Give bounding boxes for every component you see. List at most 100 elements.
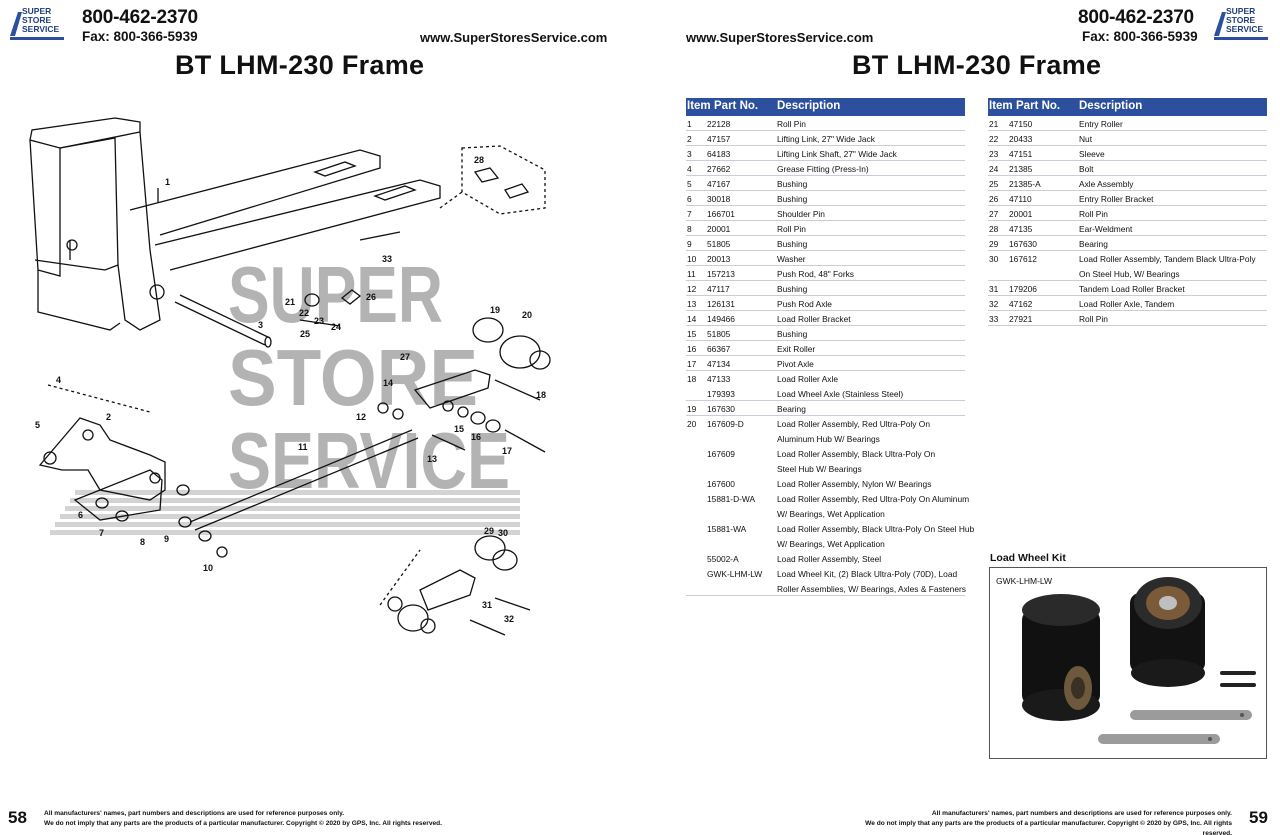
watermark: SUPER STORE SERVICE [228,250,510,505]
cell-description: Ear-Weldment [1079,224,1133,234]
callout-label: 7 [99,528,104,538]
table-row: W/ Bearings, Wet Application [686,536,965,551]
cell-part-no: 15881-WA [707,524,747,534]
cell-part-no: GWK-LHM-LW [707,569,763,579]
phone-number: 800-462-2370 [1078,7,1194,28]
callout-label: 19 [490,305,500,315]
cell-item: 4 [687,164,692,174]
cell-item: 14 [687,314,697,324]
cell-part-no: 47151 [1009,149,1033,159]
cell-item: 16 [687,344,697,354]
cell-part-no: 167630 [1009,239,1037,249]
callout-labels: 1 2 3 4 5 6 7 8 9 10 11 12 13 14 15 16 1… [35,155,546,624]
cell-description: Load Roller Assembly, Steel [777,554,882,564]
cell-part-no: 157213 [707,269,735,279]
callout-label: 27 [400,352,410,362]
cell-description: Bushing [777,194,808,204]
callout-label: 10 [203,563,213,573]
cell-item: 11 [687,269,696,279]
cell-part-no: 47157 [707,134,731,144]
table-row: 11 157213 Push Rod, 48" Forks [686,266,965,281]
disclaimer-left: All manufacturers' names, part numbers a… [44,809,442,829]
website-url[interactable]: www.SuperStoresService.com [420,30,608,45]
cell-description: Roll Pin [777,224,806,234]
disclaimer-line: All manufacturers' names, part numbers a… [44,810,345,817]
table-row: Aluminum Hub W/ Bearings [686,431,965,446]
disclaimer-line: We do not imply that any parts are the p… [44,820,443,827]
cell-description: Nut [1079,134,1093,144]
fax-number: Fax: 800-366-5939 [82,29,198,44]
column-header-part: Part No. [714,100,759,112]
cell-description: Steel Hub W/ Bearings [777,464,862,474]
cell-description: Bearing [1079,239,1108,249]
cell-item: 33 [989,314,999,324]
page-number-left: 58 [8,808,27,827]
cell-item: 28 [989,224,999,234]
callout-label: 29 [484,526,494,536]
page-title: BT LHM-230 Frame [852,50,1102,80]
cell-item: 10 [687,254,697,264]
cell-item: 7 [687,209,692,219]
callout-label: 16 [471,432,481,442]
cell-description: Load Roller Bracket [777,314,851,324]
cell-part-no: 47134 [707,359,731,369]
cell-item: 30 [989,254,999,264]
callout-label: 31 [482,600,492,610]
cell-item: 17 [687,359,697,369]
callout-label: 9 [164,534,169,544]
table-header: Item Part No. Description [988,98,1267,116]
cell-description: Roll Pin [1079,314,1108,324]
cell-item: 32 [989,299,999,309]
load-wheel-kit-photo [1022,577,1256,744]
cell-item: 13 [687,299,697,309]
disclaimer-right: All manufacturers' names, part numbers a… [836,809,1232,835]
cell-description: Bushing [777,239,808,249]
callout-label: 23 [314,316,324,326]
callout-label: 11 [298,442,308,452]
cell-item: 31 [989,284,999,294]
table-row: 29 167630 Bearing [988,236,1267,251]
cell-item: 29 [989,239,999,249]
cell-description: Aluminum Hub W/ Bearings [777,434,880,444]
website-url[interactable]: www.SuperStoresService.com [686,30,874,45]
column-header-part: Part No. [1016,100,1061,112]
table-row: 28 47135 Ear-Weldment [988,221,1267,236]
logo-graphic [8,4,66,42]
cell-description: Bushing [777,179,808,189]
cell-item: 22 [989,134,999,144]
callout-label: 5 [35,420,40,430]
cell-part-no: 47162 [1009,299,1033,309]
cell-description: Push Rod, 48" Forks [777,269,854,279]
table-row: Roller Assemblies, W/ Bearings, Axles & … [686,581,966,596]
callout-label: 18 [536,390,546,400]
cell-part-no: 21385-A [1009,179,1041,189]
cell-item: 6 [687,194,692,204]
column-header-description: Description [777,100,841,112]
cell-part-no: 47135 [1009,224,1033,234]
callout-label: 8 [140,537,145,547]
cell-item: 1 [687,119,692,129]
cell-description: Roll Pin [1079,209,1108,219]
cell-description: Bearing [777,404,806,414]
cell-part-no: 167609-D [707,419,744,429]
watermark-line: SUPER [228,250,443,339]
column-header-item: Item [687,100,711,112]
cell-part-no: 149466 [707,314,735,324]
cell-item: 3 [687,149,692,159]
